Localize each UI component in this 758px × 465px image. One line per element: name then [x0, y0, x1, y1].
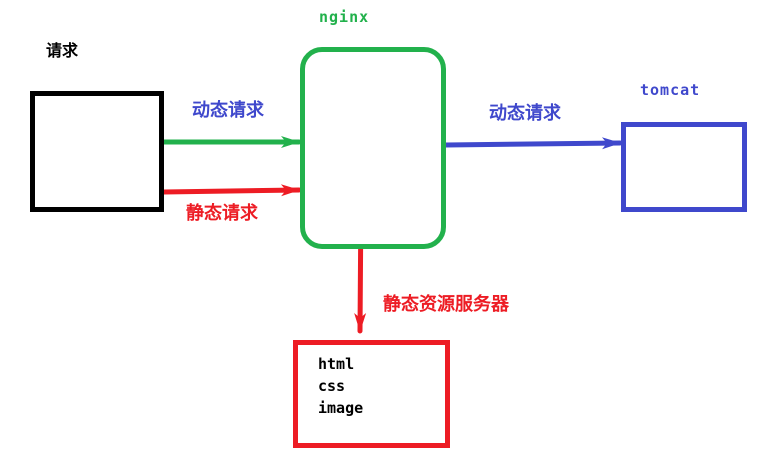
static-resource-line-html: html — [318, 355, 355, 373]
request-node-label: 请求 — [46, 41, 79, 60]
dynamic-request-arrow-blue — [443, 137, 623, 150]
static-resource-node-box: html css image — [293, 340, 450, 448]
dynamic-request-label-right: 动态请求 — [489, 103, 561, 124]
static-resource-line-image: image — [318, 399, 364, 417]
dynamic-request-label-left: 动态请求 — [192, 100, 264, 121]
static-resource-line-css: css — [318, 377, 346, 395]
tomcat-node-label: tomcat — [640, 81, 701, 99]
nginx-node-label: nginx — [319, 8, 370, 26]
static-resource-content: html css image — [298, 345, 445, 419]
request-node-box — [30, 91, 164, 212]
nginx-node-box — [300, 47, 446, 249]
static-request-arrow-red — [161, 184, 302, 197]
static-resource-server-label: 静态资源服务器 — [383, 294, 509, 315]
static-request-label-left: 静态请求 — [186, 203, 258, 224]
tomcat-node-box — [621, 122, 747, 212]
